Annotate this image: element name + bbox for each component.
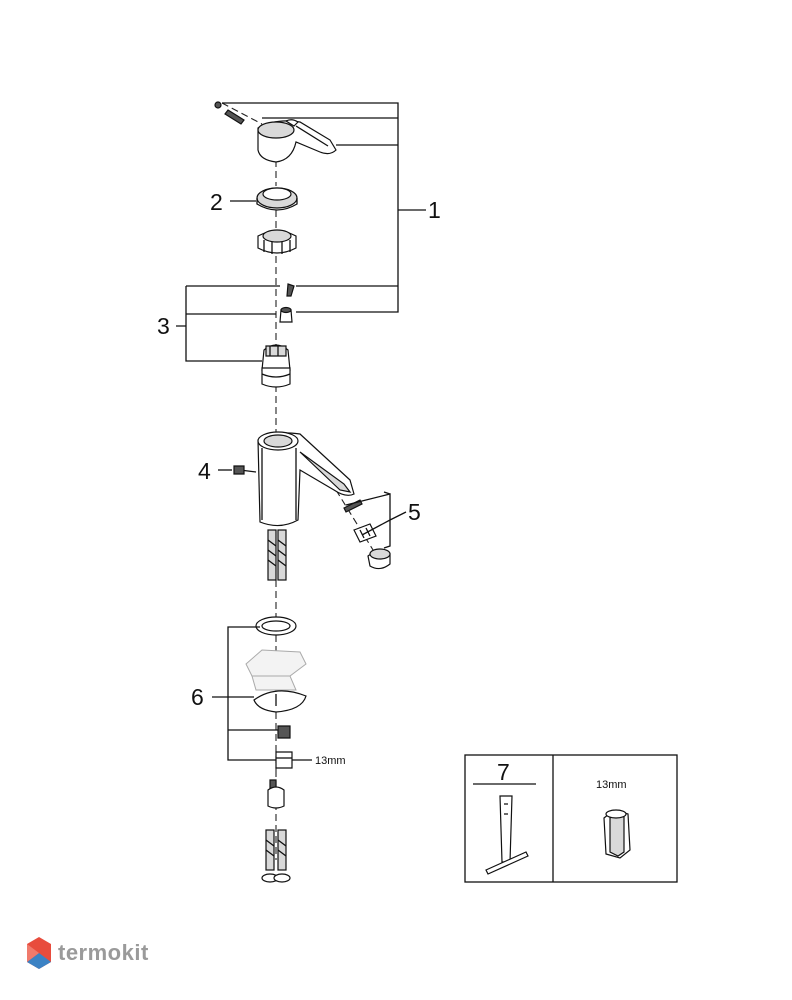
fixing-set: [245, 616, 307, 769]
termokit-logo-icon: [27, 937, 51, 969]
callout-2: 2: [210, 189, 223, 215]
aerator-set: [343, 499, 391, 570]
wrench-tool: [485, 795, 529, 875]
tool-box: 7 13mm: [464, 754, 678, 883]
watermark-brand: termokit: [58, 940, 149, 965]
callout-7: 7: [497, 759, 510, 785]
retaining-nut: [257, 229, 297, 254]
supply-hoses-lower: [261, 829, 291, 883]
cartridge: [261, 283, 295, 388]
cover-ring: [256, 187, 298, 211]
lift-rod: [233, 465, 257, 475]
mixer-body: [257, 431, 355, 527]
callout-1: 1: [428, 197, 441, 223]
tool-nut-size-label: 13mm: [596, 779, 627, 791]
socket-nut: [603, 809, 631, 859]
nut-size-label: 13mm: [315, 755, 346, 767]
leader-lines: [176, 102, 426, 761]
callout-6: 6: [191, 684, 204, 710]
threaded-stud: [267, 779, 285, 809]
callout-3: 3: [157, 313, 170, 339]
callout-5: 5: [408, 499, 421, 525]
callout-4: 4: [198, 458, 211, 484]
supply-hoses-upper: [267, 529, 287, 581]
handle-lever: [214, 101, 337, 163]
